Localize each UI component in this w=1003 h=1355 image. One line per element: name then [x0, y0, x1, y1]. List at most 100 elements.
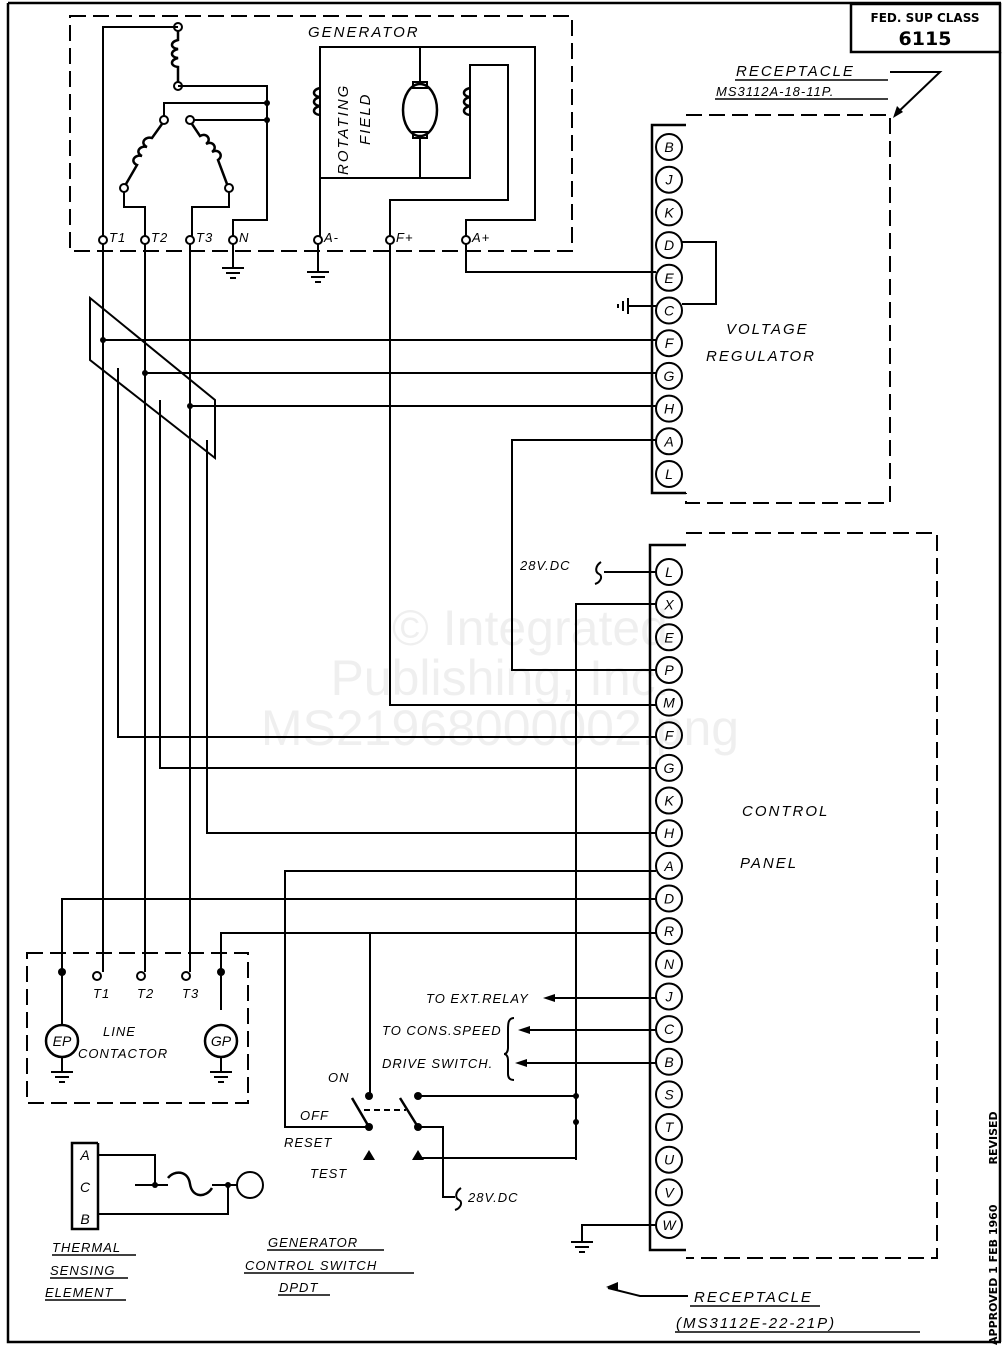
field-coil-icon [312, 86, 321, 117]
cp-pin-w: W [655, 1211, 683, 1239]
contactor-terminal: T3 [181, 971, 198, 1001]
arrow-icon [515, 994, 555, 1067]
supply-break-icon [594, 561, 656, 585]
switch-test-label: TEST [310, 1166, 347, 1181]
cp-pin-l: L [655, 558, 683, 586]
pin-letter: B [664, 1054, 673, 1070]
vr-pin-j: J [655, 165, 683, 194]
thermal-title: THERMAL [52, 1240, 121, 1255]
title-block-heading: FED. SUP CLASS [871, 11, 980, 25]
pin-circle [655, 361, 683, 390]
cp-pin-f: F [655, 721, 683, 750]
vr-pin-b: B [655, 133, 683, 161]
cp-pin-j: J [655, 982, 683, 1011]
pin-letter: N [664, 956, 675, 972]
armature-icon [401, 82, 439, 138]
thermal-pin: B [80, 1211, 89, 1227]
stator-coil-icon [170, 31, 180, 82]
cp-pin-d: D [655, 884, 683, 913]
pin-letter: T [665, 1119, 675, 1135]
pin-letter: K [664, 204, 674, 220]
terminal-label: A+ [471, 230, 490, 245]
switch-title: DPDT [279, 1280, 318, 1295]
pin-letter: A [663, 433, 673, 449]
pin-letter: W [662, 1217, 677, 1233]
supply-label: 28V.DC [467, 1190, 519, 1205]
pin-letter: D [664, 237, 674, 253]
pin-letter: J [665, 172, 674, 188]
cp-pin-h: H [655, 819, 683, 848]
cp-pin-r: R [655, 917, 683, 946]
terminal-label: F+ [396, 230, 414, 245]
pin-circle [655, 394, 683, 423]
cp-pin-v: V [655, 1178, 683, 1207]
vr-receptacle-callout: RECEPTACLE MS3112A-18-11P. [715, 63, 943, 118]
ep-coil [44, 1023, 80, 1059]
watermark-line: Publishing, Inc. [330, 650, 669, 706]
pin-letter: C [664, 303, 675, 319]
pin-letter: H [664, 401, 675, 417]
ext-relay-label: TO EXT.RELAY [426, 991, 529, 1006]
sheet-border: FED. SUP CLASS 6115 APPROVED 1 FEB 1960R… [6, 1, 1002, 1345]
receptacle-part: (MS3112E-22-21P) [676, 1315, 836, 1332]
pin-letter: E [664, 629, 674, 645]
vr-pin-f: F [655, 329, 683, 358]
pin-circle [655, 982, 683, 1011]
pin-letter: R [664, 923, 674, 939]
pin-circle [655, 329, 683, 358]
pin-letter: L [665, 564, 673, 580]
pin-letter: G [664, 368, 675, 384]
pin-letter: L [665, 466, 673, 482]
vr-pin-l: L [655, 460, 683, 488]
cp-pin-u: U [655, 1145, 683, 1174]
rotating-label: ROTATING [335, 84, 352, 175]
vr-pin-e: E [655, 263, 683, 292]
cp-pin-s: S [655, 1080, 683, 1109]
terminal-label: T2 [151, 230, 168, 245]
vr-label: REGULATOR [706, 348, 816, 365]
cp-pin-e: E [655, 623, 683, 652]
switch-reset-label: RESET [284, 1135, 332, 1150]
terminal-label: T1 [109, 230, 126, 245]
cp-pin-b: B [655, 1047, 683, 1076]
pin-circle [655, 655, 683, 684]
thermal-title: ELEMENT [45, 1285, 113, 1300]
contactor-terminal: T1 [92, 971, 109, 1001]
vr-pin-a: A [655, 427, 683, 456]
pin-circle [655, 460, 683, 488]
supply-label: 28V.DC [519, 558, 571, 573]
pin-letter: A [663, 858, 673, 874]
stator-coil-icon [190, 123, 229, 185]
pin-letter: H [664, 825, 675, 841]
vr-pin-d: D [655, 231, 683, 260]
generator-terminal: T3 [185, 230, 212, 245]
pin-circle [655, 1015, 683, 1044]
vr-label: VOLTAGE [726, 321, 809, 338]
pin-circle [655, 753, 683, 782]
switch-title: CONTROL SWITCH [245, 1258, 377, 1273]
pin-circle [655, 819, 683, 848]
pin-letter: S [664, 1086, 674, 1102]
pin-circle [655, 133, 683, 161]
approval-note: APPROVED 1 FEB 1960REVISED [987, 1111, 1000, 1345]
stator-coil-icon [124, 123, 164, 185]
pin-letter: K [664, 793, 674, 809]
switch-title: GENERATOR [268, 1235, 358, 1250]
cp-pin-p: P [655, 655, 683, 684]
wiring [61, 241, 717, 1253]
vr-pin-g: G [655, 361, 683, 390]
pin-circle [655, 1145, 683, 1174]
pin-circle [655, 590, 683, 619]
cons-speed-label: TO CONS.SPEED [382, 1023, 502, 1038]
control-panel: CONTROL PANEL 28V.DC LXEPMFGKHADRNJCBSTU… [382, 532, 938, 1333]
pin-circle [655, 1080, 683, 1109]
terminal-label: A- [323, 230, 339, 245]
field-label: FIELD [357, 92, 374, 145]
thermal-element-icon [167, 1171, 214, 1197]
thermal-pin: C [80, 1179, 91, 1195]
pin-letter: D [664, 891, 674, 907]
vr-pin-c: C [655, 296, 683, 325]
watermark-line: © Integrated [392, 600, 668, 656]
